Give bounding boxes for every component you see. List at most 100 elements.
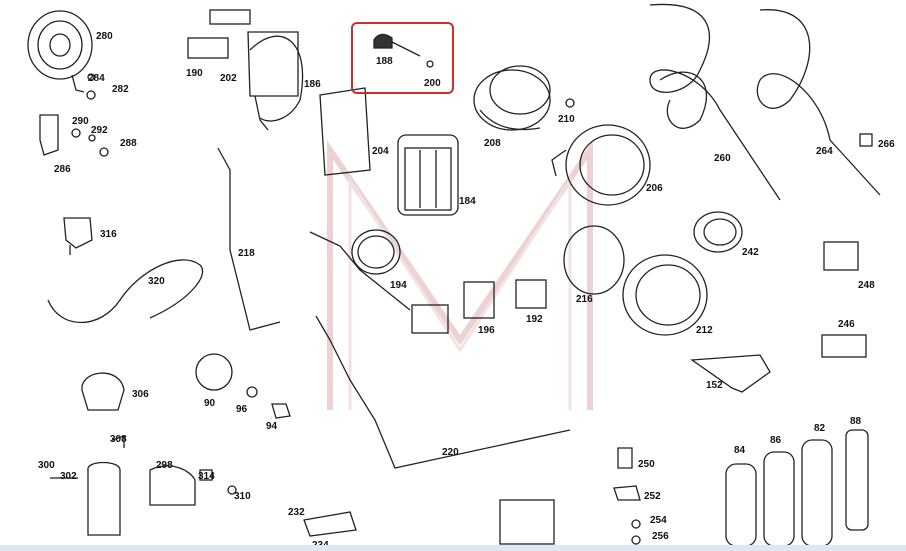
label-208: 208 [484,138,501,149]
part-246 [821,334,867,358]
lamp-86 [763,451,795,547]
part-96 [246,386,258,398]
frame-204 [319,87,371,176]
label-202: 202 [220,73,237,84]
label-206: 206 [646,183,663,194]
label-220: 220 [442,447,459,458]
label-212: 212 [696,325,713,336]
part-188 [373,33,434,68]
label-266: 266 [878,139,895,150]
label-192: 192 [526,314,543,325]
label-204: 204 [372,146,389,157]
cable-264 [756,9,881,196]
label-260: 260 [714,153,731,164]
label-250: 250 [638,459,655,470]
label-290: 290 [72,116,89,127]
label-316: 316 [100,229,117,240]
label-210: 210 [558,114,575,125]
part-308 [111,435,125,448]
lamp-88 [845,429,869,531]
label-292: 292 [91,125,108,136]
part-300 [87,461,121,536]
label-90: 90 [204,398,216,409]
rod-218 [217,147,281,331]
switch-top [209,9,251,25]
label-280: 280 [96,31,113,42]
label-246: 246 [838,319,855,330]
highlight-box-188 [351,22,454,94]
label-84: 84 [734,445,746,456]
label-242: 242 [742,247,759,258]
label-152: 152 [706,380,723,391]
label-186: 186 [304,79,321,90]
nut-282 [86,90,96,100]
part-316 [63,217,93,249]
label-196: 196 [478,325,495,336]
label-302: 302 [60,471,77,482]
switch-190 [187,37,229,59]
label-86: 86 [770,435,782,446]
label-310: 310 [234,491,251,502]
label-190: 190 [186,68,203,79]
label-94: 94 [266,421,278,432]
part-210 [565,98,575,108]
part-90 [195,353,233,391]
washer-284 [87,73,95,81]
label-282: 282 [112,84,129,95]
label-82: 82 [814,423,826,434]
label-314: 314 [198,471,215,482]
part-266 [859,133,873,147]
label-194: 194 [390,280,407,291]
label-284: 284 [88,73,105,84]
ring-216 [563,225,625,295]
gauge-192 [515,279,547,309]
line-220 [315,315,571,469]
gauge-212 [622,254,708,336]
gauge-194 [309,229,449,334]
label-286: 286 [54,164,71,175]
label-248: 248 [858,280,875,291]
label-288: 288 [120,138,137,149]
part-250 [617,447,633,469]
label-216: 216 [576,294,593,305]
lamp-84 [725,463,757,547]
cable-260 [649,3,781,201]
part-306 [81,372,125,411]
label-184: 184 [459,196,476,207]
part-256 [631,535,641,545]
box-bottom [499,499,555,545]
label-320: 320 [148,276,165,287]
label-188: 188 [376,56,393,67]
label-88: 88 [850,416,862,427]
part-94 [271,403,291,419]
part-254 [631,519,641,529]
gauge-206 [551,124,651,206]
watermark-m [327,140,593,410]
label-232: 232 [288,507,305,518]
lamp-82 [801,439,833,547]
label-308: 308 [110,434,127,445]
label-306: 306 [132,389,149,400]
bracket-286 [39,114,59,156]
label-300: 300 [38,460,55,471]
cluster-184 [397,134,459,216]
part-152 [690,354,771,393]
label-256: 256 [652,531,669,542]
part-252 [613,485,641,501]
label-96: 96 [236,404,248,415]
ring-208 [473,65,551,131]
part-298 [149,465,196,506]
part-248 [823,241,859,271]
label-298: 298 [156,460,173,471]
bottom-scroll-bar [0,545,906,551]
gauge-196 [463,281,495,319]
panel-186 [247,31,299,97]
part-232 [303,511,357,537]
label-200: 200 [424,78,441,89]
gauge-242 [693,211,743,253]
label-252: 252 [644,491,661,502]
label-254: 254 [650,515,667,526]
horn-280 [27,10,93,93]
